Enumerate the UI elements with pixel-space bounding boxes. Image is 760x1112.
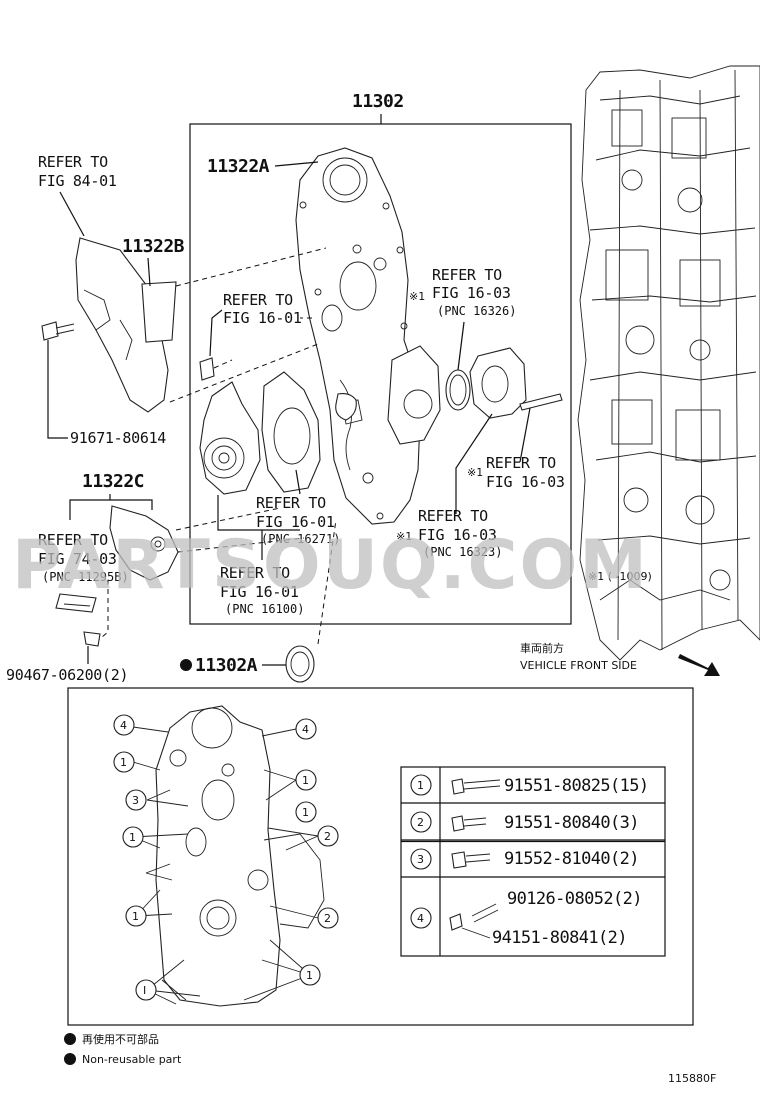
callout-3 bbox=[125, 789, 147, 811]
figure-id: 115880F bbox=[668, 1072, 716, 1085]
callout-num: 1 bbox=[129, 831, 136, 844]
timing-cover-illustration bbox=[295, 147, 441, 525]
part-label-11322A: 11322A bbox=[207, 156, 270, 177]
refer-to-label: REFER TO bbox=[486, 454, 556, 472]
vehicle-front-arrow bbox=[678, 654, 720, 676]
seal-plate-11322C bbox=[109, 505, 179, 581]
refer-fig-label: FIG 16-01 bbox=[220, 583, 299, 601]
refer-to-label: REFER TO bbox=[432, 266, 502, 284]
callout-2 bbox=[317, 825, 339, 847]
footnote-range: ※1 ( -1009) bbox=[588, 570, 652, 583]
refer-fig-label: FIG 84-01 bbox=[38, 172, 117, 190]
callout-num: 4 bbox=[302, 723, 309, 736]
refer-fig-label: FIG 74-03 bbox=[38, 550, 117, 568]
legend-key: 1 bbox=[417, 779, 424, 792]
callout-4 bbox=[295, 718, 317, 740]
cover-outline-illustration bbox=[155, 705, 325, 1007]
outlet-bolt bbox=[519, 393, 563, 411]
refer-to-label: REFER TO bbox=[256, 494, 326, 512]
part-label-11322B: 11322B bbox=[122, 236, 185, 257]
refer-to-label: REFER TO bbox=[38, 153, 108, 171]
callout-num: 3 bbox=[132, 794, 139, 807]
refer-fig-label: FIG 16-03 bbox=[486, 473, 565, 491]
callout-num: 1 bbox=[302, 774, 309, 787]
callout-1 bbox=[122, 826, 144, 848]
footnote-mark: ※1 bbox=[409, 290, 425, 303]
callout-num: 1 bbox=[120, 756, 127, 769]
refer-fig-label: FIG 16-03 bbox=[418, 526, 497, 544]
callout-lines bbox=[132, 726, 319, 1005]
callout-circles: 4 1 3 1 1 I 4 1 1 2 2 1 bbox=[113, 714, 339, 1001]
callout-1 bbox=[113, 751, 135, 773]
callout-num: 1 bbox=[302, 806, 309, 819]
non-reusable-dot bbox=[180, 659, 192, 671]
refer-to-label: REFER TO bbox=[38, 531, 108, 549]
bolt-91671 bbox=[41, 321, 59, 341]
footnote-mark: ※1 bbox=[467, 466, 483, 479]
callout-4 bbox=[113, 714, 135, 736]
refer-fig-label: FIG 16-01 bbox=[223, 309, 302, 327]
legend-key: 3 bbox=[417, 853, 424, 866]
callout-1 bbox=[125, 905, 147, 927]
legend-key: 2 bbox=[417, 816, 424, 829]
callout-num: 1 bbox=[132, 910, 139, 923]
plug-90467 bbox=[83, 631, 101, 647]
label-plate bbox=[55, 593, 97, 613]
refer-pnc-label: (PNC 16100) bbox=[225, 602, 304, 616]
note-jp: 再使用不可部品 bbox=[82, 1032, 159, 1046]
refer-to-label: REFER TO bbox=[223, 291, 293, 309]
non-reusable-dot bbox=[64, 1033, 76, 1045]
legend-part-number: 91551-80840(3) bbox=[504, 813, 639, 833]
refer-fig-label: FIG 16-03 bbox=[432, 284, 511, 302]
refer-pnc-label: (PNC 11295B) bbox=[42, 570, 129, 584]
legend-part-number: 94151-80841(2) bbox=[492, 928, 627, 948]
non-reusable-dot bbox=[64, 1053, 76, 1065]
callout-num: 1 bbox=[306, 969, 313, 982]
refer-pnc-label: (PNC 16323) bbox=[423, 545, 502, 559]
part-label-91671: 91671-80614 bbox=[70, 429, 166, 447]
footnote-mark: ※1 bbox=[396, 530, 412, 543]
legend-part-number: 90126-08052(2) bbox=[507, 889, 642, 909]
refer-to-label: REFER TO bbox=[418, 507, 488, 525]
legend-part-number: 91552-81040(2) bbox=[504, 849, 639, 869]
refer-pnc-label: (PNC 16271) bbox=[261, 532, 340, 546]
bolt-legend-table: 1 91551-80825(15) 2 91551-80840(3) 3 915… bbox=[400, 766, 666, 957]
callout-num: I bbox=[143, 984, 146, 997]
part-label-90467: 90467-06200(2) bbox=[6, 666, 128, 684]
part-label-11322C: 11322C bbox=[82, 471, 144, 492]
main-part-box bbox=[189, 123, 572, 625]
callout-1 bbox=[135, 979, 157, 1001]
callout-2 bbox=[317, 907, 339, 929]
bolt-map-box bbox=[67, 687, 694, 1026]
callout-1 bbox=[295, 801, 317, 823]
gasket-11322B bbox=[141, 281, 177, 343]
note-en: Non-reusable part bbox=[82, 1053, 182, 1066]
callout-num: 4 bbox=[120, 719, 127, 732]
refer-pnc-label: (PNC 16326) bbox=[437, 304, 516, 318]
refer-to-label: REFER TO bbox=[220, 564, 290, 582]
vehicle-front-jp: 車両前方 bbox=[520, 641, 564, 655]
callout-num: 2 bbox=[324, 830, 331, 843]
oil-seal-11302A bbox=[285, 645, 315, 683]
legend-part-number: 91551-80825(15) bbox=[504, 776, 649, 796]
vehicle-front-en: VEHICLE FRONT SIDE bbox=[520, 659, 637, 672]
main-part-label: 11302 bbox=[352, 91, 404, 112]
callout-1 bbox=[295, 769, 317, 791]
outlet-cover bbox=[469, 347, 527, 419]
seal-small bbox=[335, 393, 357, 421]
callout-1 bbox=[299, 964, 321, 986]
refer-fig-label: FIG 16-01 bbox=[256, 513, 335, 531]
watermark: PARTSOUQ.COM bbox=[12, 526, 649, 605]
water-pump-illustration bbox=[199, 357, 321, 495]
engine-block-illustration bbox=[577, 65, 760, 661]
legend-key: 4 bbox=[417, 912, 424, 925]
callout-num: 2 bbox=[324, 912, 331, 925]
part-label-11302A: 11302A bbox=[195, 655, 258, 676]
